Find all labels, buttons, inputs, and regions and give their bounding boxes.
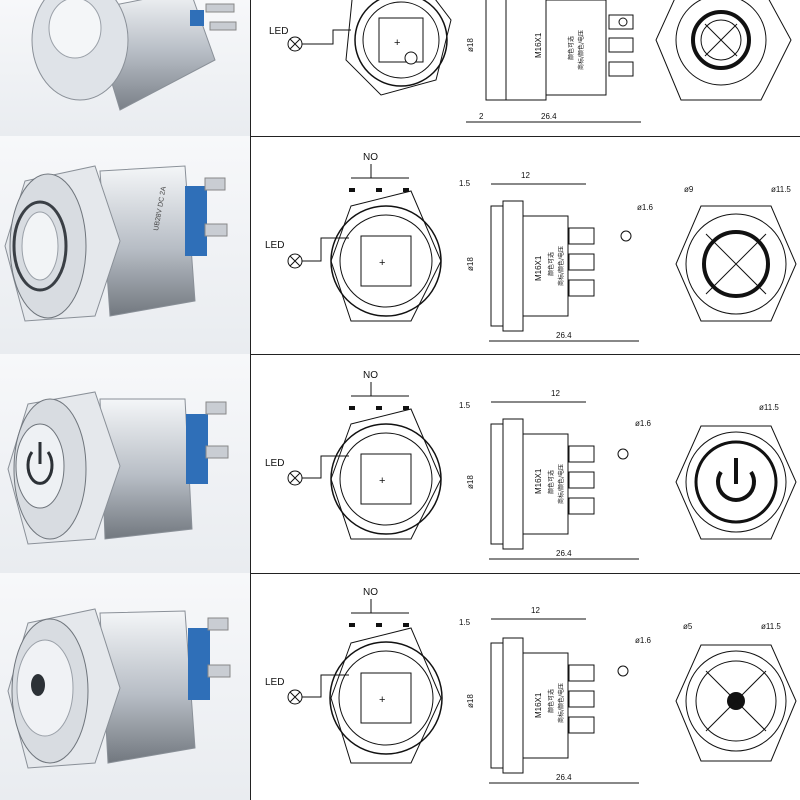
head-length-label: 12: [531, 606, 540, 615]
symbol-mark: +: [379, 694, 385, 706]
symbol-mark: +: [379, 475, 385, 487]
led-label: LED: [265, 240, 284, 251]
tech-drawing-2: NO LED + 1.5 12 ø18 M16X1: [265, 152, 797, 342]
side-nut: [502, 418, 524, 550]
face-dim-1: ø9: [684, 185, 694, 194]
terminal-block: [360, 235, 412, 287]
photo-switch-dot: [0, 573, 250, 800]
thread-label: M16X1: [534, 255, 543, 281]
symbol-mark: +: [379, 257, 385, 269]
face-dim-1: ø5: [683, 622, 693, 631]
switch-body-3: [7, 391, 229, 545]
cn-text-2: 商标/颜色/电压: [577, 30, 585, 70]
head-length-label: 12: [521, 171, 530, 180]
led-cross: [289, 38, 301, 50]
flange-label: 1.5: [459, 401, 471, 410]
drawing-row-3: NO LED + 1.5 12 ø18 M16X1 颜: [250, 354, 800, 573]
head-length-label: 12: [551, 389, 560, 398]
face-hex: [675, 644, 797, 762]
face-dim-2: ø11.5: [761, 622, 781, 631]
thread-label: M16X1: [534, 32, 543, 58]
insulator: [186, 414, 208, 484]
row-2: UB28V DC 2A NO LED + 1.5 12: [0, 136, 800, 355]
power-icon: [26, 442, 54, 485]
gap-label: 2: [479, 112, 484, 121]
led-ring: [12, 200, 68, 292]
power-icon: [716, 458, 756, 502]
diameter-label: ø18: [466, 38, 475, 52]
cn-text-1: 颜色可选: [567, 36, 575, 60]
diameter-label: ø18: [466, 694, 475, 708]
row-4: NO LED + 1.5 12 ø18 M16X1 颜: [0, 573, 800, 800]
cn-text-2: 商标/颜色/电压: [557, 683, 565, 723]
terminal-hole-label: ø1.6: [635, 636, 652, 645]
length-label: 26.4: [556, 549, 572, 558]
tech-drawing-4: NO LED + 1.5 12 ø18 M16X1 颜: [265, 587, 797, 784]
symbol-mark: +: [394, 37, 400, 49]
terminal-block: [360, 453, 412, 505]
drawing-row-4: NO LED + 1.5 12 ø18 M16X1 颜: [250, 573, 800, 800]
switch-photo-2: UB28V DC 2A: [4, 165, 228, 322]
terminal-hole-label: ø1.6: [635, 419, 652, 428]
led-dot: [31, 674, 45, 696]
switch-body-4: [7, 608, 231, 769]
side-nut: [502, 200, 524, 332]
switch-photo-3: [7, 391, 229, 545]
switch-body-2: UB28V DC 2A: [4, 165, 228, 322]
face-hex: [675, 425, 797, 540]
flange-label: 1.5: [459, 179, 471, 188]
row-3: NO LED + 1.5 12 ø18 M16X1 颜: [0, 354, 800, 574]
length-label: 26.4: [556, 773, 572, 782]
led-label: LED: [265, 458, 284, 469]
face-dim-2: ø11.5: [771, 185, 791, 194]
cn-text-1: 颜色可选: [547, 252, 555, 276]
cn-text-2: 商标/颜色/电压: [557, 246, 565, 286]
side-nut: [502, 637, 524, 774]
drawing-row-2: NO LED + 1.5 12 ø18 M16X1: [250, 136, 800, 354]
side-body: [545, 0, 607, 96]
cn-text-1: 颜色可选: [547, 470, 555, 494]
insulator: [185, 186, 207, 256]
diameter-label: ø18: [466, 257, 475, 271]
no-label: NO: [363, 152, 378, 163]
switch-body: [31, 0, 237, 111]
tech-drawing-3: NO LED + 1.5 12 ø18 M16X1 颜: [265, 370, 797, 560]
length-label: 26.4: [556, 331, 572, 340]
face-hex: [655, 0, 792, 101]
length-label: 26.4: [541, 112, 557, 121]
terminal-block: [360, 672, 412, 724]
led-label: LED: [265, 677, 284, 688]
side-flange: [485, 0, 507, 101]
thread-label: M16X1: [534, 692, 543, 718]
side-body: [522, 433, 569, 535]
no-label: NO: [363, 587, 378, 598]
photo-switch-power: [0, 354, 250, 573]
face-ring: [702, 230, 770, 298]
cn-text-1: 颜色可选: [547, 689, 555, 713]
face-hex: [675, 205, 797, 322]
body-circle: [354, 0, 448, 87]
face-ring: [691, 10, 751, 70]
switch-photo-4: [7, 608, 231, 769]
led-label: LED: [269, 26, 288, 37]
no-label: NO: [363, 370, 378, 381]
insulator: [188, 628, 210, 700]
photo-switch-high-head: [0, 0, 250, 136]
hex-nut-front: [345, 0, 452, 96]
tech-drawing-1: LED + 颜色可选 商标/颜色/电压 M16X1 ø18: [269, 0, 792, 123]
row-1: LED + 颜色可选 商标/颜色/电压 M16X1 ø18: [0, 0, 800, 137]
diameter-label: ø18: [466, 475, 475, 489]
hex-nut-front: [330, 627, 442, 764]
drawing-row-1: LED + 颜色可选 商标/颜色/电压 M16X1 ø18: [250, 0, 800, 136]
face-dim-1: ø11.5: [759, 403, 779, 412]
side-body: [522, 215, 569, 317]
thread-label: M16X1: [534, 468, 543, 494]
side-body: [522, 652, 569, 759]
flange-label: 1.5: [459, 618, 471, 627]
photo-switch-ring: UB28V DC 2A: [0, 136, 250, 354]
cn-text-2: 商标/颜色/电压: [557, 464, 565, 504]
switch-photo-1: [31, 0, 237, 111]
terminal-hole-label: ø1.6: [637, 203, 654, 212]
